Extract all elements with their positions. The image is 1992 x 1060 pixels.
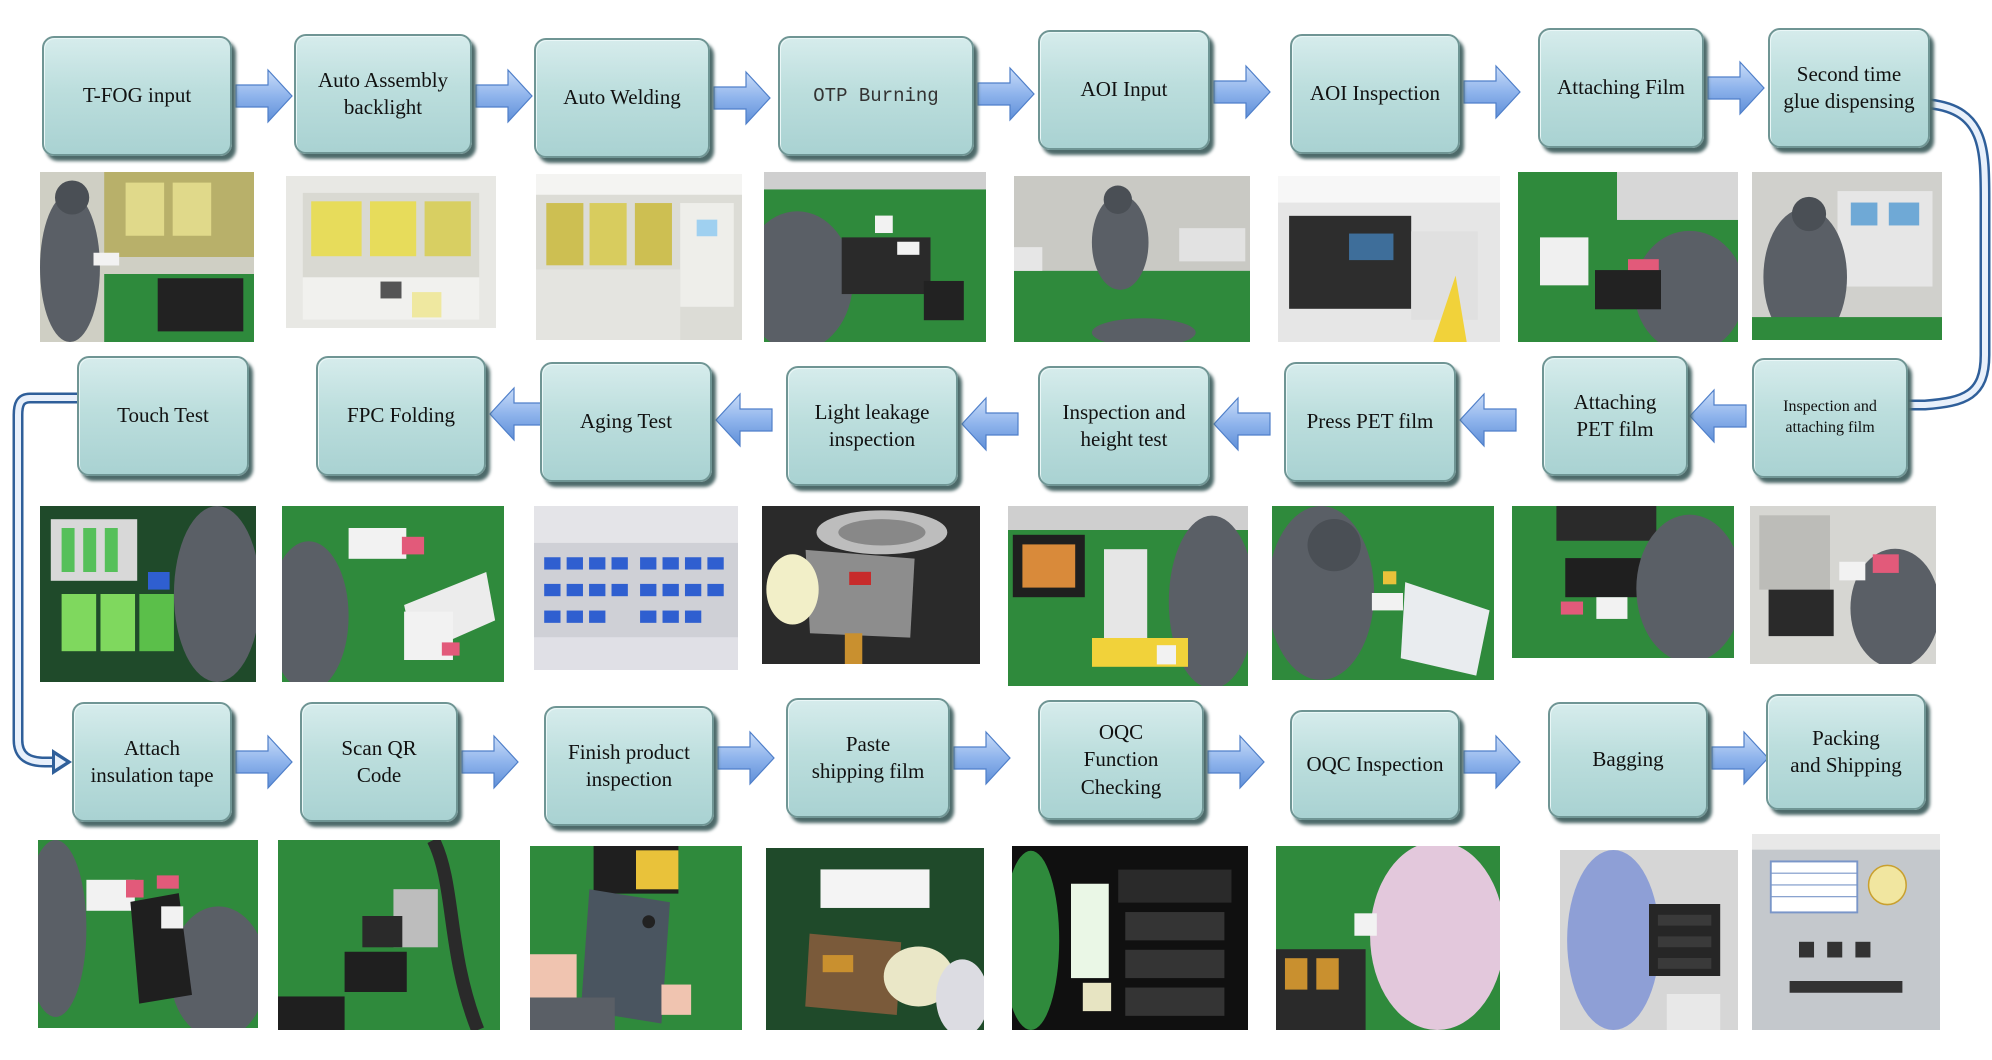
photo-second-time-glue-dispensing [1752,172,1942,340]
step-fpc-folding: FPC Folding [316,356,486,476]
photo-light-leakage-inspection [762,506,980,664]
flow-arrow-17 [953,730,1011,786]
photo-press-pet-film [1272,506,1494,680]
step-aoi-input: AOI Input [1038,30,1210,150]
step-attaching-pet-film: Attaching PET film [1542,356,1688,476]
step-second-time-glue-dispensing: Second time glue dispensing [1768,28,1930,148]
step-finish-product-inspection: Finish product inspection [544,706,714,826]
photo-fpc-folding [282,506,504,682]
photo-inspection-and-attaching-film [1750,506,1936,664]
flow-arrow-5 [1213,64,1271,120]
step-otp-burning: OTP Burning [778,36,974,156]
flow-arrow-12 [715,392,773,448]
photo-aoi-input [1014,176,1250,342]
step-scan-qr-code: Scan QR Code [300,702,458,822]
photo-auto-assembly-backlight [286,176,496,328]
step-inspection-and-attaching-film: Inspection and attaching film [1752,358,1908,478]
flow-arrow-3 [713,70,771,126]
step-auto-welding: Auto Welding [534,38,710,158]
step-aging-test: Aging Test [540,362,712,482]
step-oqc-function-checking: OQC Function Checking [1038,700,1204,820]
flow-arrow-10 [1213,396,1271,452]
photo-oqc-inspection [1276,846,1500,1030]
step-oqc-inspection: OQC Inspection [1290,710,1460,820]
flow-arrow-19 [1463,734,1521,790]
photo-auto-welding [536,174,742,340]
photo-attaching-pet-film [1512,506,1734,658]
step-attach-insulation-tape: Attach insulation tape [72,702,232,822]
photo-attach-insulation-tape [38,840,258,1028]
flow-arrow-13 [489,386,547,442]
flow-arrow-16 [717,730,775,786]
flow-arrow-6 [1463,64,1521,120]
step-inspection-and-height-test: Inspection and height test [1038,366,1210,486]
photo-paste-shipping-film [766,848,984,1030]
flow-arrow-20 [1711,730,1769,786]
step-attaching-film: Attaching Film [1538,28,1704,148]
photo-touch-test [40,506,256,682]
photo-t-fog-input [40,172,254,342]
step-auto-assembly-backlight: Auto Assembly backlight [294,34,472,154]
step-bagging: Bagging [1548,702,1708,818]
step-touch-test: Touch Test [77,356,249,476]
flow-arrow-7 [1707,60,1765,116]
flow-arrow-15 [461,734,519,790]
flow-arrow-2 [475,68,533,124]
flow-arrow-4 [977,66,1035,122]
photo-attaching-film [1518,172,1738,342]
photo-bagging [1560,850,1738,1030]
flow-arrow-18 [1207,734,1265,790]
step-paste-shipping-film: Paste shipping film [786,698,950,818]
photo-finish-product-inspection [530,846,742,1030]
photo-inspection-and-height-test [1008,506,1248,686]
flow-arrow-11 [961,396,1019,452]
step-packing-and-shipping: Packing and Shipping [1766,694,1926,810]
flow-arrow-9 [1459,392,1517,448]
photo-otp-burning [764,172,986,342]
flow-arrow-1 [235,68,293,124]
photo-packing-and-shipping [1752,834,1940,1030]
step-light-leakage-inspection: Light leakage inspection [786,366,958,486]
step-t-fog-input: T-FOG input [42,36,232,156]
photo-aoi-inspection [1278,176,1500,342]
flow-arrow-14 [235,734,293,790]
step-aoi-inspection: AOI Inspection [1290,34,1460,154]
photo-aging-test [534,506,738,670]
photo-scan-qr-code [278,840,500,1030]
flow-arrow-8 [1689,388,1747,444]
step-press-pet-film: Press PET film [1284,362,1456,482]
photo-oqc-function-checking [1012,846,1248,1030]
